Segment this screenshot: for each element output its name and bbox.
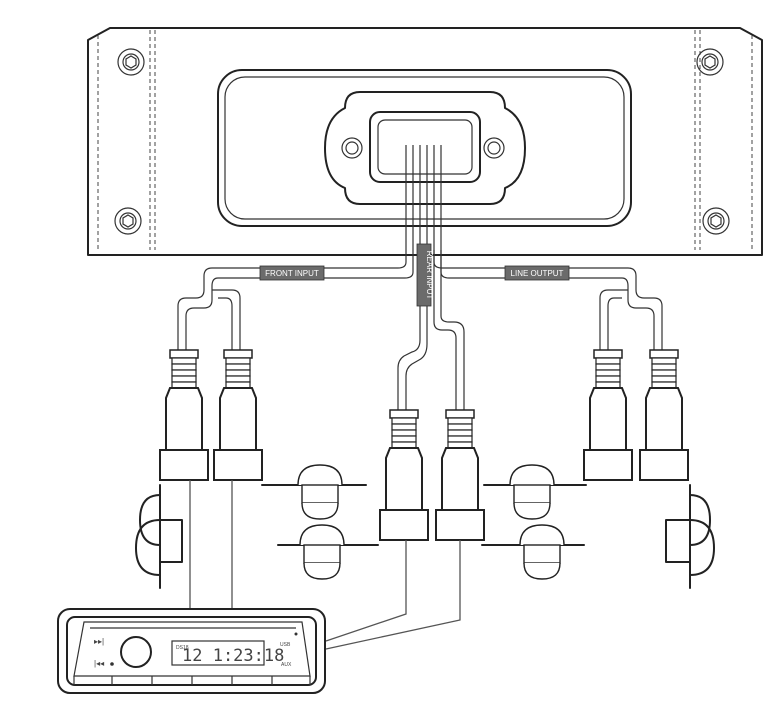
rca-cables (189, 480, 461, 650)
rear-input-label: REAR INPUT (416, 243, 434, 307)
rca-plug (583, 349, 633, 481)
rear-rca-connectors (379, 409, 485, 541)
indicator-dot (294, 632, 298, 636)
line-output-text: LINE OUTPUT (511, 269, 564, 278)
screw-icon (114, 207, 142, 235)
head-unit: ▸▸| |◂◂ DS18 12 1:23:18 USB AUX (57, 608, 326, 694)
preset-buttons[interactable] (73, 676, 311, 685)
rca-plug (213, 349, 263, 481)
indicator-dot (110, 662, 114, 666)
output-rca-connectors (583, 349, 689, 481)
screw-icon (702, 207, 730, 235)
rca-jack-panels (135, 464, 715, 589)
front-rca-connectors (159, 349, 263, 481)
screw-icon (696, 48, 724, 76)
rca-plug (159, 349, 209, 481)
rca-plug (639, 349, 689, 481)
front-input-label: FRONT INPUT (259, 265, 325, 281)
line-output-label: LINE OUTPUT (504, 265, 570, 281)
screw-icon (117, 48, 145, 76)
screw-icon (483, 137, 505, 159)
harness (177, 250, 663, 410)
rear-input-text: REAR INPUT (425, 251, 434, 300)
brand-logo: DS18 (176, 645, 189, 651)
rca-plug (379, 409, 429, 541)
front-input-text: FRONT INPUT (265, 269, 319, 278)
amplifier (87, 27, 763, 256)
rca-plug (435, 409, 485, 541)
screw-icon (341, 137, 363, 159)
next-track-icon[interactable]: ▸▸| (94, 637, 104, 646)
display-time: 12 1:23:18 (182, 646, 284, 666)
display-window (171, 640, 265, 666)
volume-knob[interactable] (120, 636, 152, 668)
aux-label: AUX (281, 662, 292, 668)
prev-track-icon[interactable]: |◂◂ (94, 659, 104, 668)
usb-label: USB (280, 642, 291, 648)
